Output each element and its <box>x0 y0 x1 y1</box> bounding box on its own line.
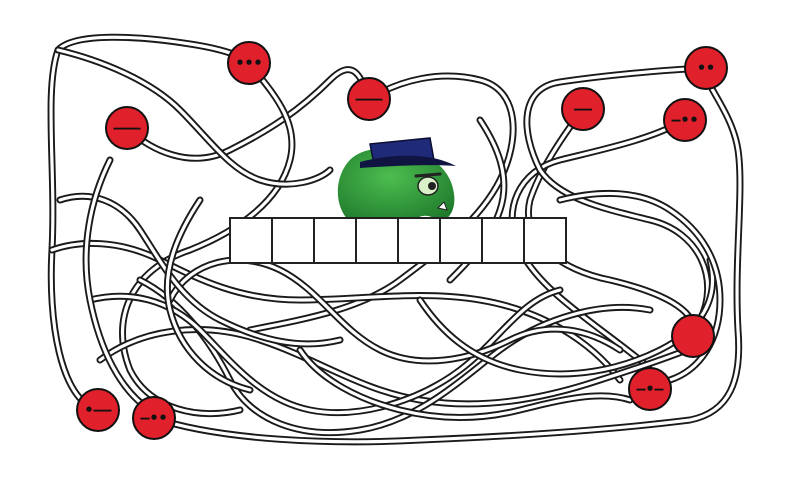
tube-core <box>165 198 252 392</box>
tube-core <box>49 35 251 412</box>
tube-core <box>152 66 742 444</box>
answer-slot[interactable] <box>357 219 399 262</box>
answer-slot[interactable] <box>273 219 315 262</box>
morse-code-label: •• <box>696 58 716 77</box>
morse-node[interactable]: –•– <box>628 367 672 411</box>
answer-slot[interactable] <box>441 219 483 262</box>
morse-node[interactable]: ••• <box>227 41 271 85</box>
morse-node[interactable]: –– <box>561 87 605 131</box>
tube-core <box>298 348 632 420</box>
answer-slot[interactable] <box>231 219 273 262</box>
tube-core <box>418 258 715 376</box>
tube-core <box>56 48 332 186</box>
tube-core <box>50 241 622 382</box>
tube-core <box>58 194 342 346</box>
tube-outline <box>166 256 624 365</box>
tube-core <box>525 66 710 322</box>
tube-core <box>168 258 622 363</box>
tube-core <box>248 74 515 332</box>
answer-slot[interactable] <box>399 219 441 262</box>
morse-node[interactable]: –•• <box>132 396 176 440</box>
morse-code-label: ––– <box>113 118 141 137</box>
tube-core <box>138 278 652 435</box>
morse-node[interactable]: •• <box>684 46 728 90</box>
morse-node[interactable]: ––– <box>347 77 391 121</box>
morse-node[interactable] <box>671 314 715 358</box>
morse-code-label: ––– <box>355 89 383 108</box>
answer-slots <box>229 217 567 264</box>
morse-code-label: ••• <box>235 53 263 72</box>
morse-node[interactable]: •–– <box>76 388 120 432</box>
morse-code-label: –•– <box>636 379 664 398</box>
green-monster-with-hat <box>337 137 456 222</box>
morse-code-label: •–– <box>84 400 112 419</box>
tube-core <box>125 68 371 160</box>
morse-code-label: –•• <box>671 110 699 129</box>
morse-code-label: –– <box>573 99 593 118</box>
morse-node[interactable]: –•• <box>663 98 707 142</box>
morse-code-label: –•• <box>140 408 168 427</box>
morse-node[interactable]: ––– <box>105 106 149 150</box>
tube-core <box>84 158 152 412</box>
answer-slot[interactable] <box>315 219 357 262</box>
answer-slot[interactable] <box>525 219 565 262</box>
answer-slot[interactable] <box>483 219 525 262</box>
